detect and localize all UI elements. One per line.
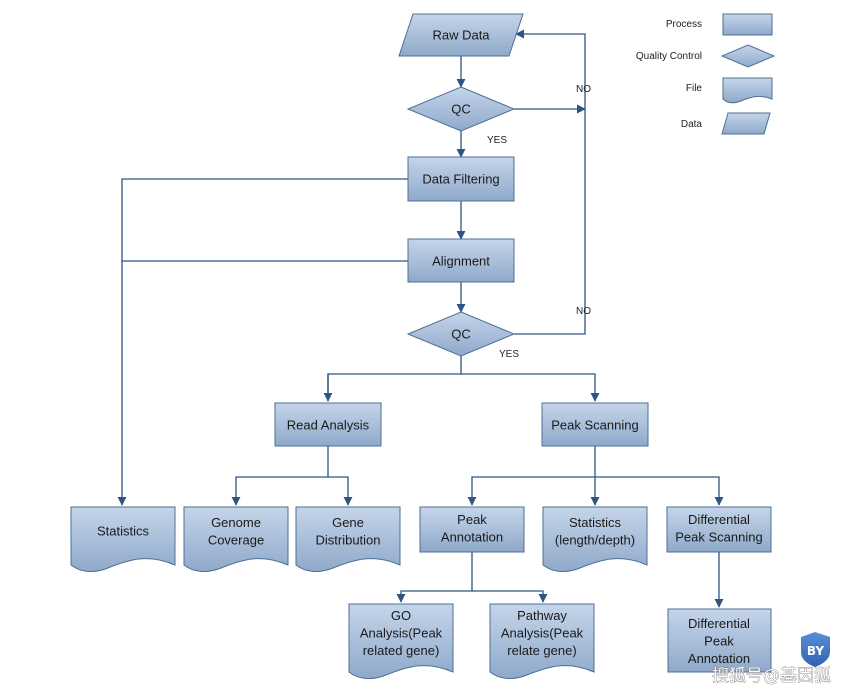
go-analysis-label: GO Analysis(Peak related gene) <box>360 608 443 658</box>
peak-scanning-line: Peak Scanning <box>551 418 638 433</box>
statistics-ld-line: Statistics <box>569 515 622 530</box>
qc2-yes-label: YES <box>499 349 519 360</box>
data-filtering-line: Data Filtering <box>422 172 499 187</box>
legend-quality-control-label: Quality Control <box>636 51 702 62</box>
qc1-label: QC <box>451 102 471 117</box>
legend-data-label: Data <box>681 119 703 130</box>
qc2-no-label: NO <box>576 306 591 317</box>
edge-qc2-no-loop <box>514 29 586 335</box>
genome-coverage-line: Coverage <box>208 532 264 547</box>
edge-annotation-split <box>396 552 473 603</box>
go-analysis-file-node: GO Analysis(Peak related gene) <box>348 603 454 680</box>
data-filtering-node: Data Filtering <box>407 156 515 202</box>
pathway-analysis-line: relate gene) <box>507 643 576 658</box>
peak-annotation-line: Annotation <box>441 529 503 544</box>
peak-scanning-node: Peak Scanning <box>541 402 649 447</box>
peak-annotation-line: Peak <box>457 512 487 527</box>
legend-process-shape <box>722 13 773 36</box>
legend-data-shape <box>721 112 771 135</box>
alignment-node: Alignment <box>407 238 515 283</box>
statistics-file-node: Statistics <box>70 506 176 573</box>
edge-peak-to-differential <box>595 476 724 506</box>
statistics-line: Statistics <box>97 524 150 539</box>
legend-file-label: File <box>686 83 703 94</box>
legend: Process Quality Control File Data <box>636 13 776 135</box>
qc1-no-label: NO <box>576 84 591 95</box>
qc1-line: QC <box>451 102 471 117</box>
genome-coverage-line: Genome <box>211 515 261 530</box>
qc-decision-2: QC <box>406 311 516 357</box>
statistics-label: Statistics <box>97 524 150 539</box>
differential-peak-annotation-line: Annotation <box>688 651 750 666</box>
read-analysis-line: Read Analysis <box>287 418 370 433</box>
data-filtering-label: Data Filtering <box>422 172 499 187</box>
edge-qc2-to-peak-scanning <box>461 373 600 402</box>
gene-distribution-line: Distribution <box>315 532 380 547</box>
read-analysis-node: Read Analysis <box>274 402 382 447</box>
edge-read-analysis-split <box>231 446 329 506</box>
differential-peak-annotation-line: Differential <box>688 616 750 631</box>
raw-data-line: Raw Data <box>432 28 490 43</box>
go-analysis-line: Analysis(Peak <box>360 626 443 641</box>
watermark: BY 搜狐号@基因狐 <box>712 632 831 686</box>
watermark-badge-icon <box>801 632 830 667</box>
qc2-label: QC <box>451 327 471 342</box>
legend-file-shape <box>722 77 773 104</box>
edge-read-to-gene-distribution <box>328 476 353 506</box>
raw-data-node: Raw Data <box>398 13 524 57</box>
differential-peak-scanning-line: Differential <box>688 512 750 527</box>
qc-decision-1: QC <box>406 86 516 132</box>
statistics-ld-label: Statistics (length/depth) <box>555 515 635 548</box>
watermark-text: 搜狐号@基因狐 <box>712 666 831 686</box>
go-analysis-line: related gene) <box>363 643 440 658</box>
peak-scanning-label: Peak Scanning <box>551 418 638 433</box>
raw-data-label: Raw Data <box>432 28 490 43</box>
watermark-badge-text: BY <box>807 644 824 658</box>
edge-annotation-to-pathway <box>472 590 548 603</box>
statistics-length-depth-file-node: Statistics (length/depth) <box>542 506 648 573</box>
legend-quality-control-shape <box>720 44 776 68</box>
edge-filtering-to-statistics <box>117 178 408 506</box>
gene-distribution-line: Gene <box>332 515 364 530</box>
edge-peak-scanning-split <box>467 446 596 506</box>
alignment-label: Alignment <box>432 254 490 269</box>
qc2-line: QC <box>451 327 471 342</box>
go-analysis-line: GO <box>391 608 411 623</box>
differential-peak-annotation-line: Peak <box>704 634 734 649</box>
legend-process-label: Process <box>666 19 702 30</box>
alignment-line: Alignment <box>432 254 490 269</box>
read-analysis-label: Read Analysis <box>287 418 370 433</box>
pathway-analysis-line: Analysis(Peak <box>501 626 584 641</box>
qc1-yes-label: YES <box>487 135 507 146</box>
pathway-analysis-line: Pathway <box>517 608 567 623</box>
edge-qc2-split <box>327 356 462 401</box>
differential-peak-scanning-line: Peak Scanning <box>675 529 762 544</box>
edges <box>117 29 724 608</box>
statistics-ld-line: (length/depth) <box>555 532 635 547</box>
